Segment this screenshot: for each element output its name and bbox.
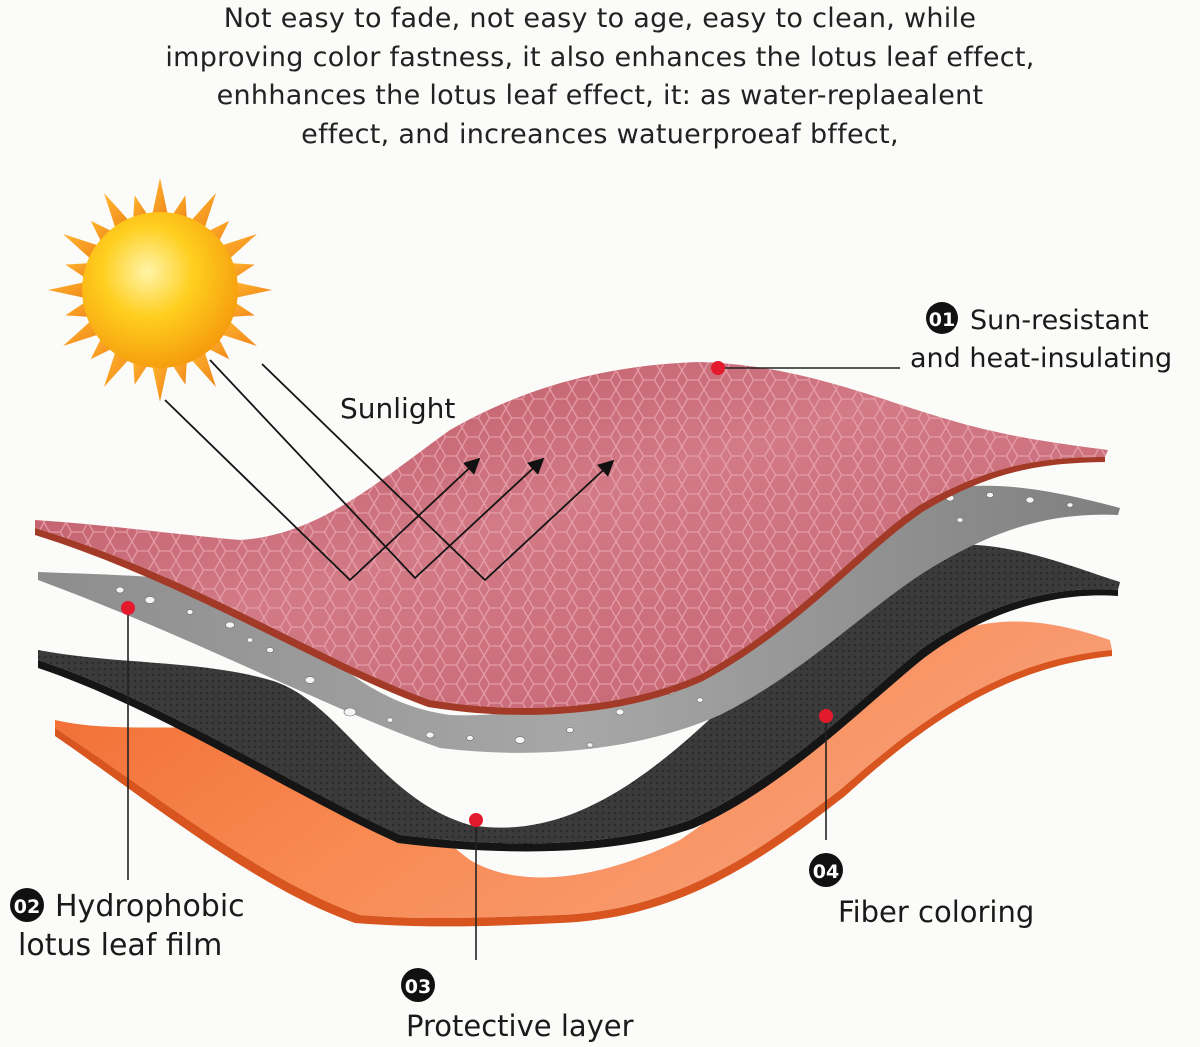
number-badge-icon [10,888,44,922]
header-line-2: improving color fastness, it also enhanc… [165,41,1035,73]
layer1-label-line1: Sun-resistant [970,305,1149,336]
callout-04: 04 Fiber coloring [809,709,1034,929]
svg-text:02: 02 [14,896,40,918]
svg-text:03: 03 [405,976,431,998]
marker-dot-icon [819,709,833,723]
layer3-label: Protective layer [406,1009,634,1043]
sun-ray [206,220,230,244]
fiber-coloring-layer [55,621,1112,927]
header-text: Not easy to fade, not easy to age, easy … [100,0,1100,154]
layer2-label-line1: Hydrophobic [55,889,245,924]
arrow-icon [261,363,615,582]
marker-dot-icon [469,813,483,827]
sun-ray [48,281,87,299]
number-badge-icon [401,968,435,1002]
sun-ray [90,220,114,244]
layer4-label: Fiber coloring [838,895,1034,929]
header-line-4: effect, and increances watuerproeaf bffe… [301,118,899,150]
arrow-icon [209,359,545,580]
callout-03: 03 Protective layer [401,813,634,1043]
sun-ray [90,336,114,360]
svg-text:01: 01 [929,309,955,331]
sun-icon [48,178,272,402]
marker-dot-icon [711,361,725,375]
callout-02: 02 Hydrophobic lotus leaf film [10,601,245,963]
sunlight-rays [164,359,615,582]
sunlight-label: Sunlight [340,392,455,425]
header-line-3: enhhances the lotus leaf effect, it: as … [216,80,984,111]
arrow-icon [164,399,481,582]
number-badge-icon [809,853,843,887]
header-line-1: Not easy to fade, not easy to age, easy … [223,3,977,34]
layer1-label-line2: and heat-insulating [910,343,1172,374]
sun-ray [151,363,169,402]
number-badge-icon [926,302,958,334]
sun-resistant-layer [35,362,1108,715]
sun-ray [206,336,230,360]
sun-ray [233,281,272,299]
svg-text:04: 04 [813,861,839,883]
sun-ray [151,178,169,217]
layer2-label-line2: lotus leaf film [18,928,222,963]
callout-01: 01 Sun-resistant and heat-insulating [711,302,1172,375]
marker-dot-icon [121,601,135,615]
